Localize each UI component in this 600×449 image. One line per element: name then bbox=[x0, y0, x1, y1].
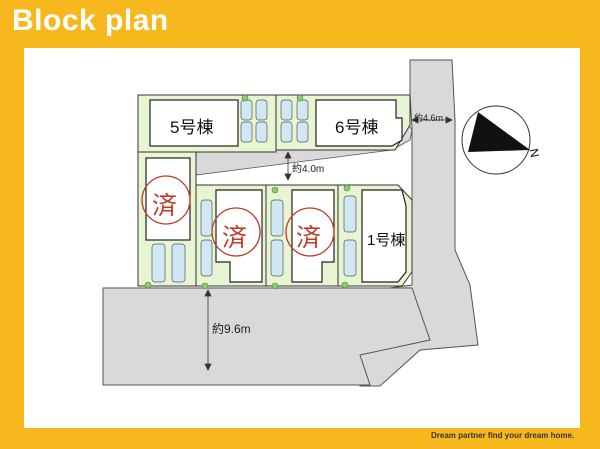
dim-road-south: 約9.6m bbox=[212, 322, 251, 336]
south-road bbox=[102, 287, 431, 386]
sold-mark-b: 済 bbox=[296, 223, 322, 252]
dim-road-private: 約4.0m bbox=[292, 164, 325, 175]
building-5 bbox=[149, 99, 239, 147]
dim-road-east: 約4.6m bbox=[414, 113, 444, 123]
label-lot-5: 5号棟 bbox=[170, 118, 214, 137]
brand-name: CENTURY21 bbox=[432, 403, 571, 429]
label-lot-6: 6号棟 bbox=[335, 118, 379, 137]
sold-stamp-a bbox=[211, 207, 261, 257]
brand-tagline: Dream partner find your dream home. bbox=[431, 431, 575, 440]
label-lot-1: 1号棟 bbox=[367, 232, 406, 249]
sold-stamp-west bbox=[141, 175, 191, 225]
century21-logo: CENTURY21 Dream partner find your dream … bbox=[424, 403, 594, 445]
building-6 bbox=[315, 99, 403, 147]
building-west bbox=[145, 157, 191, 241]
sold-stamp-b bbox=[285, 207, 335, 257]
building-1 bbox=[361, 189, 407, 283]
title-banner: Block plan bbox=[0, 0, 184, 46]
building-b bbox=[291, 189, 335, 283]
sold-mark-a: 済 bbox=[222, 223, 248, 252]
sold-mark-west: 済 bbox=[152, 191, 178, 220]
compass-icon bbox=[461, 105, 531, 175]
page-title: Block plan bbox=[12, 4, 169, 37]
